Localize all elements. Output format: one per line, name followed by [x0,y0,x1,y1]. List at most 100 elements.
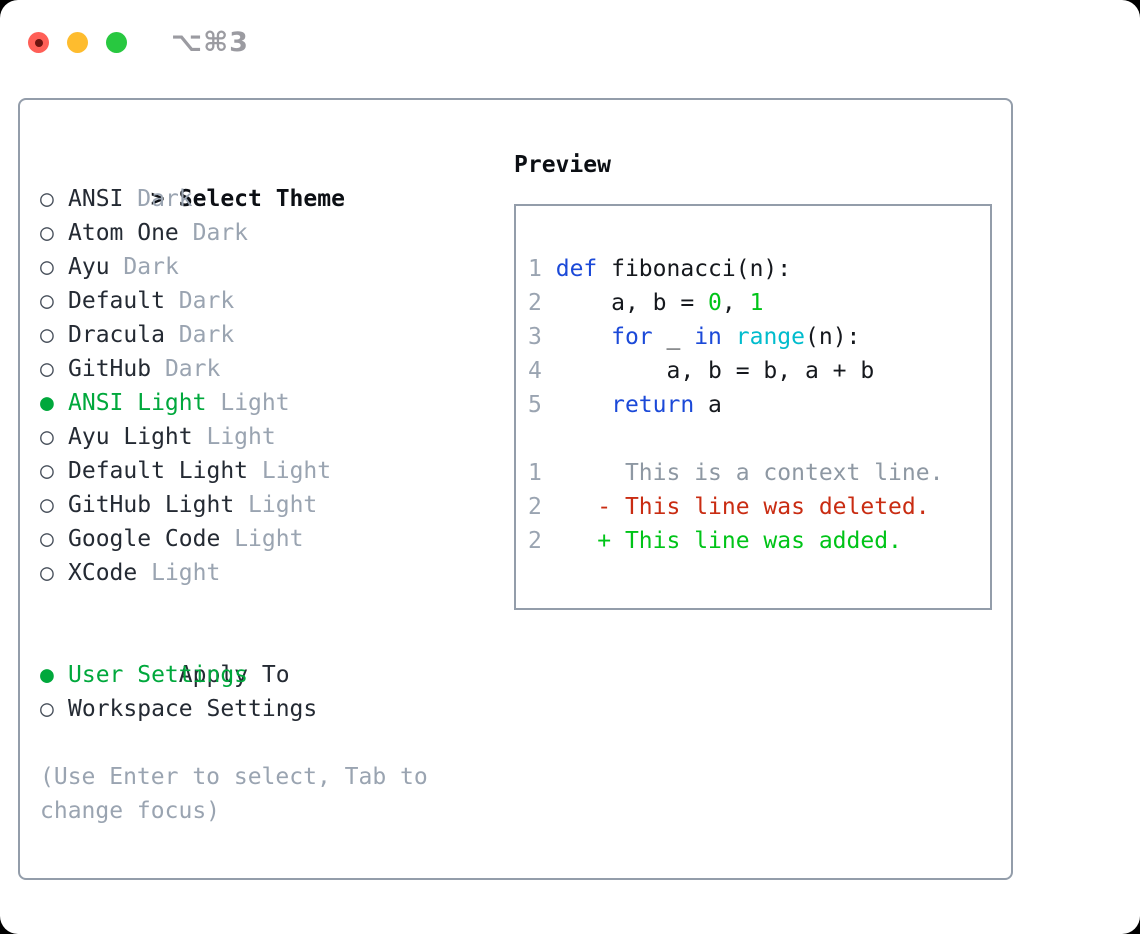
theme-option[interactable]: ○ Dracula Dark [40,318,504,352]
radio-unselected-icon: ○ [40,220,54,246]
radio-unselected-icon: ○ [40,356,54,382]
theme-option[interactable]: ○ XCode Light [40,556,504,590]
code-token: , [721,290,750,316]
code-token: This is a context line. [555,460,944,486]
radio-unselected-icon: ○ [40,186,54,212]
code-line: 4 a, b = b, a + b [528,354,984,388]
code-line: 2 - This line was deleted. [528,490,984,524]
theme-option[interactable]: ○ GitHub Light Light [40,488,504,522]
code-token: + This line was added. [555,528,902,554]
theme-variant-label: Light [248,492,318,518]
code-token [722,324,736,350]
radio-unselected-icon: ○ [40,526,54,552]
option-label: Dracula [68,322,165,348]
code-token: 1 [749,290,764,316]
theme-variant-label: Dark [178,322,235,348]
radio-unselected-icon: ○ [40,288,54,314]
option-label: GitHub [68,356,152,382]
code-token: range [735,324,806,350]
minimize-button[interactable] [67,32,88,53]
theme-option[interactable]: ○ Default Light Light [40,454,504,488]
option-label: XCode [68,560,138,586]
code-token [556,392,611,418]
option-label: Default Light [68,458,249,484]
radio-unselected-icon: ○ [40,254,54,280]
code-line: 2 a, b = 0, 1 [528,286,984,320]
code-token: return [611,392,695,418]
apply-to-list: ●User Settings ○ Workspace Settings [40,658,504,726]
code-token: (n): [805,324,861,350]
theme-variant-label: Dark [123,254,179,280]
help-line: change focus) [40,798,221,824]
code-token: in [694,324,722,350]
theme-panel-left: >Select Theme ○ANSI Dark○Atom One Dark○A… [40,148,504,878]
code-token: a, b = [555,290,709,316]
code-token: 0 [708,290,722,316]
code-token: for [611,324,653,350]
line-number: 2 [528,494,542,520]
line-number: 3 [528,324,542,350]
code-token: - This line was deleted. [555,494,930,520]
code-token: _ [652,324,695,350]
radio-unselected-icon: ○ [40,458,54,484]
option-label: Ayu [68,254,110,280]
theme-variant-label: Dark [164,356,221,382]
preview-panel: Preview 1 def fibonacci(n):2 a, b = 0, 1… [504,148,992,878]
code-token: fibonacci(n): [597,256,792,282]
theme-option[interactable]: ○ GitHub Dark [40,352,504,386]
theme-list: ○ANSI Dark○Atom One Dark○Ayu Dark○Defaul… [40,182,504,590]
theme-variant-label: Dark [192,220,249,246]
theme-option[interactable]: ○ Ayu Light Light [40,420,504,454]
zoom-button[interactable] [106,32,127,53]
titlebar: ⌥⌘3 [28,27,249,58]
radio-unselected-icon: ○ [40,696,54,722]
close-button[interactable] [28,32,49,53]
option-label: ANSI [68,186,124,212]
select-theme-header: > Select Theme [40,148,504,212]
theme-option[interactable]: ○ Google Code Light [40,522,504,556]
option-label: GitHub Light [68,492,235,518]
theme-option[interactable]: ○ Ayu Dark [40,250,504,284]
theme-picker-panel: >Select Theme ○ANSI Dark○Atom One Dark○A… [18,98,1013,880]
radio-selected-icon: ● [40,662,54,688]
apply-option[interactable]: ○ Workspace Settings [40,692,504,726]
code-token: def [555,256,598,282]
radio-unselected-icon: ○ [40,424,54,450]
radio-unselected-icon: ○ [40,322,54,348]
code-line: 1 This is a context line. [528,456,984,490]
code-line: 1 def fibonacci(n): [528,252,984,286]
spacer [40,590,504,624]
code-line: 5 return a [528,388,984,422]
theme-variant-label: Light [151,560,221,586]
theme-option[interactable]: ○ Default Dark [40,284,504,318]
code-token: a, b = b, a + b [555,358,875,384]
option-label: Ayu Light [68,424,193,450]
apply-option[interactable]: ●User Settings [40,658,504,692]
theme-variant-label: Light [261,458,332,484]
theme-variant-label: Dark [178,288,235,314]
line-number: 2 [528,528,542,554]
apply-to-title: Apply To [178,662,290,688]
line-number: 2 [528,290,542,316]
radio-unselected-icon: ○ [40,492,54,518]
theme-option[interactable]: ○Atom One Dark [40,216,504,250]
line-number: 1 [528,460,542,486]
theme-variant-label: Light [234,526,304,552]
theme-variant-label: Light [206,424,276,450]
theme-option[interactable]: ○ANSI Dark [40,182,504,216]
option-label: Google Code [68,526,221,552]
prompt-icon: > [150,186,165,212]
theme-variant-label: Light [220,390,290,416]
option-label: ANSI Light [68,390,207,416]
line-number: 1 [528,256,542,282]
select-theme-title: Select Theme [178,186,345,212]
option-label: Workspace Settings [68,696,318,722]
option-label: Default [68,288,165,314]
preview-title: Preview [514,152,611,178]
spacer [40,726,504,760]
code-token [556,324,611,350]
theme-option[interactable]: ●ANSI Light Light [40,386,504,420]
radio-unselected-icon: ○ [40,560,54,586]
